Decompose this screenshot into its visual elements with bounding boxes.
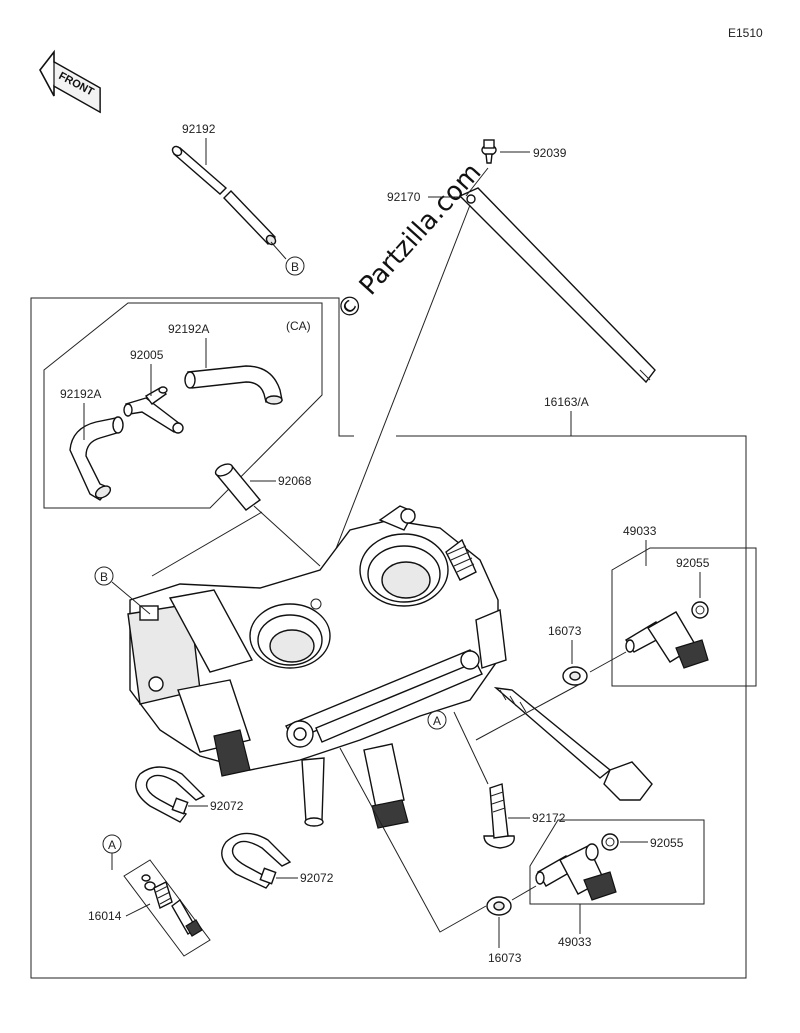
ca-label: (CA) — [286, 319, 311, 333]
screw-92172 — [483, 783, 515, 849]
ref-b-top — [285, 256, 305, 276]
diagram-code: E1510 — [728, 26, 763, 40]
label-92055-top: 92055 — [676, 556, 710, 570]
hose-92192 — [171, 145, 277, 246]
cap-92068 — [214, 463, 262, 511]
ref-b-left — [94, 566, 114, 586]
tee-fitting-92005 — [123, 386, 184, 434]
ref-a-center — [427, 710, 447, 730]
label-49033-bottom: 49033 — [558, 935, 592, 949]
watermark: © Partzilla.com — [331, 158, 488, 327]
label-92068: 92068 — [278, 474, 312, 488]
label-16073-right: 16073 — [548, 624, 582, 638]
hose-92192a-left — [69, 416, 124, 501]
bracket-92170 — [458, 187, 656, 384]
injector-box-bottom — [529, 819, 705, 905]
hose-92192a-right — [184, 365, 283, 405]
label-16073-bottom: 16073 — [488, 951, 522, 965]
injector-49033-bottom — [535, 843, 617, 901]
ca-subgroup-box — [43, 302, 323, 509]
label-92005: 92005 — [130, 348, 164, 362]
o-ring-92055-bottom — [601, 833, 619, 851]
label-92055-bottom: 92055 — [650, 836, 684, 850]
label-49033-top: 49033 — [623, 524, 657, 538]
label-92192-top: 92192 — [182, 122, 216, 136]
kit-16014 — [141, 874, 203, 937]
kit-16014-box — [123, 859, 211, 957]
label-92039: 92039 — [533, 146, 567, 160]
label-92192a-right: 92192A — [168, 322, 209, 336]
band-92072-left — [135, 766, 206, 823]
seal-16073-bottom — [486, 896, 512, 916]
svg-text:A: A — [433, 714, 441, 728]
front-arrow-icon: FRONT — [39, 49, 101, 114]
svg-text:B: B — [100, 570, 108, 584]
bolt-92039 — [481, 139, 497, 164]
injector-49033-top — [625, 611, 709, 669]
seal-16073-right — [562, 666, 588, 686]
throttle-body-assembly — [127, 505, 653, 829]
injector-box-top — [611, 547, 757, 687]
label-92072-bottom: 92072 — [300, 871, 334, 885]
label-16014: 16014 — [88, 909, 122, 923]
label-92192a-left: 92192A — [60, 387, 101, 401]
svg-text:A: A — [108, 838, 116, 852]
o-ring-92055-top — [691, 601, 709, 619]
group-callout: 16163/A — [544, 395, 589, 409]
label-92172: 92172 — [532, 811, 566, 825]
main-frame — [30, 297, 747, 979]
svg-text:B: B — [291, 260, 299, 274]
label-92072-left: 92072 — [210, 799, 244, 813]
label-92170: 92170 — [387, 190, 421, 204]
band-92072-bottom — [221, 832, 292, 889]
